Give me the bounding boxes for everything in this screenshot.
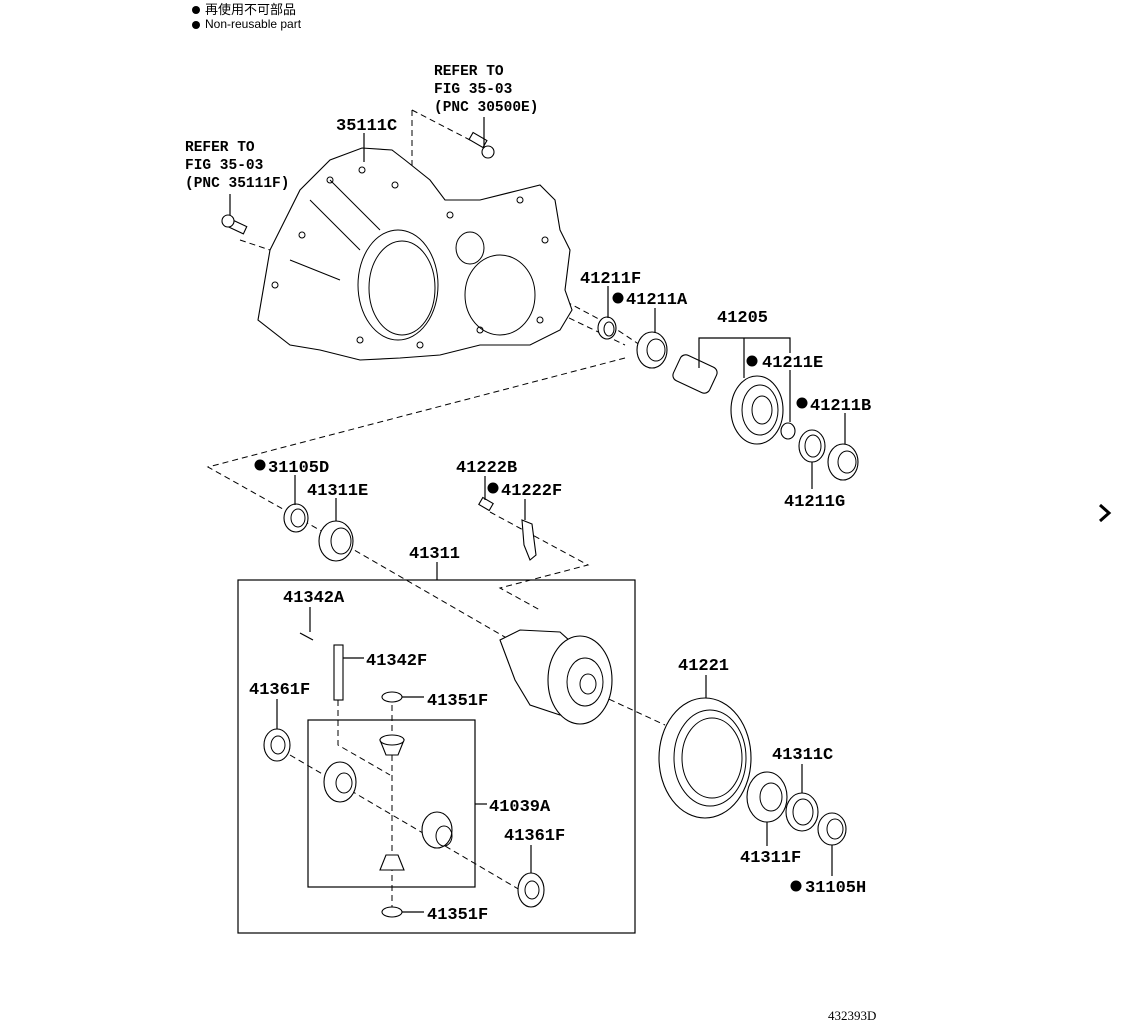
differential-case-41311[interactable] xyxy=(499,629,613,725)
lock-plate-41222F[interactable] xyxy=(521,519,537,561)
non-reusable-marker-icon xyxy=(612,292,624,304)
bearing-41211B[interactable] xyxy=(827,443,859,481)
washer-41361F-right[interactable] xyxy=(517,872,545,908)
part-label-41039A[interactable]: 41039A xyxy=(489,798,551,817)
side-gear-right[interactable] xyxy=(421,811,453,849)
non-reusable-marker-icon xyxy=(746,355,758,367)
assembly-guide-lines xyxy=(206,109,666,910)
bearing-41211A[interactable] xyxy=(636,331,668,369)
pinion-gear-bottom[interactable] xyxy=(379,854,405,871)
part-label-41211G[interactable]: 41211G xyxy=(784,493,845,512)
part-label-41211E[interactable]: 41211E xyxy=(762,354,823,373)
seal-31105D[interactable] xyxy=(283,503,309,533)
part-label-41342A[interactable]: 41342A xyxy=(283,589,345,608)
group-box-41311 xyxy=(237,579,636,934)
counter-shaft-41205[interactable] xyxy=(671,353,784,445)
legend-text-en: Non-reusable part xyxy=(205,17,302,31)
ref-line: (PNC 35111F) xyxy=(185,176,289,192)
pin-41342A[interactable] xyxy=(299,632,314,641)
pinion-gear-top[interactable] xyxy=(379,734,405,756)
ref-line: (PNC 30500E) xyxy=(434,100,538,116)
part-label-41361F[interactable]: 41361F xyxy=(504,827,565,846)
part-label-41211A[interactable]: 41211A xyxy=(626,291,688,310)
bearing-41311F[interactable] xyxy=(746,771,788,823)
shim-41311C[interactable] xyxy=(785,792,819,832)
non-reusable-marker-icon xyxy=(790,880,802,892)
non-reusable-marker-icon xyxy=(487,482,499,494)
chevron-right-icon xyxy=(1099,503,1112,523)
transaxle-housing-35111C[interactable] xyxy=(257,147,573,361)
part-label-41221[interactable]: 41221 xyxy=(678,657,729,676)
washer-41361F-left[interactable] xyxy=(263,728,291,762)
part-label-41351F[interactable]: 41351F xyxy=(427,692,488,711)
seal-31105H[interactable] xyxy=(817,812,847,846)
bolt-41222B[interactable] xyxy=(478,496,494,512)
figure-id: 432393D xyxy=(828,1008,877,1023)
part-label-41342F[interactable]: 41342F xyxy=(366,652,427,671)
washer-41351F-top[interactable] xyxy=(381,691,403,703)
seal-41211F[interactable] xyxy=(597,316,617,340)
bearing-41311E[interactable] xyxy=(318,520,354,562)
part-label-41211B[interactable]: 41211B xyxy=(810,397,871,416)
legend-text-jp: 再使用不可部品 xyxy=(205,2,297,17)
ref-line: REFER TO xyxy=(185,140,255,156)
part-label-41361F[interactable]: 41361F xyxy=(249,681,310,700)
part-label-41311E[interactable]: 41311E xyxy=(307,482,368,501)
reference-30500E[interactable]: REFER TO FIG 35-03 (PNC 30500E) xyxy=(434,64,538,116)
part-label-41205[interactable]: 41205 xyxy=(717,309,768,328)
side-gear-left[interactable] xyxy=(323,761,357,803)
part-label-41211F[interactable]: 41211F xyxy=(580,270,641,289)
non-reusable-marker-icon xyxy=(796,397,808,409)
leader-lines xyxy=(229,117,846,913)
part-label-41311F[interactable]: 41311F xyxy=(740,849,801,868)
spacer-41211G[interactable] xyxy=(798,429,826,463)
bolt-30500E[interactable] xyxy=(468,131,495,159)
filled-circle-icon xyxy=(192,20,200,29)
filled-circle-icon xyxy=(192,5,200,14)
part-label-41351F[interactable]: 41351F xyxy=(427,906,488,925)
part-label-41222F[interactable]: 41222F xyxy=(501,482,562,501)
non-reusable-marker-icon xyxy=(254,459,266,471)
part-label-41311C[interactable]: 41311C xyxy=(772,746,833,765)
part-label-31105D[interactable]: 31105D xyxy=(268,459,329,478)
part-label-31105H[interactable]: 31105H xyxy=(805,879,866,898)
ball-41211E[interactable] xyxy=(780,422,796,440)
washer-41351F-bottom[interactable] xyxy=(381,906,403,918)
bolt-35111F[interactable] xyxy=(221,214,248,235)
legend-row-jp: 再使用不可部品 xyxy=(192,2,301,17)
legend-row-en: Non-reusable part xyxy=(192,17,301,32)
reference-35111F[interactable]: REFER TO FIG 35-03 (PNC 35111F) xyxy=(185,140,289,192)
ref-line: REFER TO xyxy=(434,64,504,80)
part-label-41311[interactable]: 41311 xyxy=(409,545,460,564)
part-label-35111C[interactable]: 35111C xyxy=(336,117,397,136)
ring-gear-41221[interactable] xyxy=(658,697,752,819)
ref-line: FIG 35-03 xyxy=(185,158,263,174)
ref-line: FIG 35-03 xyxy=(434,82,512,98)
shaft-41342F[interactable] xyxy=(333,644,344,701)
legend: 再使用不可部品 Non-reusable part xyxy=(192,2,301,32)
next-page-button[interactable] xyxy=(1092,500,1118,526)
part-label-41222B[interactable]: 41222B xyxy=(456,459,517,478)
